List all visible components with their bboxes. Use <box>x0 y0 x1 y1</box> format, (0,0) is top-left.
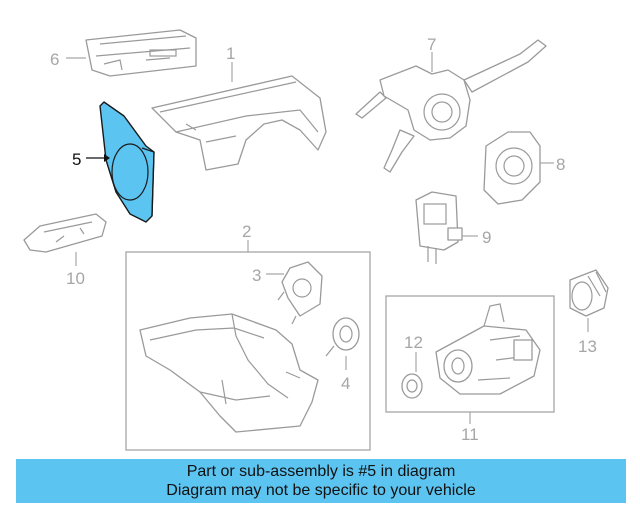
callout-3[interactable]: 3 <box>252 266 261 285</box>
part-10-bracket[interactable] <box>23 213 107 253</box>
part-3-ring[interactable] <box>277 261 323 325</box>
callout-1[interactable]: 1 <box>226 44 235 63</box>
part-1-upper-cover[interactable] <box>151 75 327 171</box>
part-4-seal[interactable] <box>325 317 360 357</box>
part-5-shroud-panel[interactable] <box>99 101 155 223</box>
banner-line-2: Diagram may not be specific to your vehi… <box>166 482 476 499</box>
banner-line-1: Part or sub-assembly is #5 in diagram <box>186 463 456 480</box>
part-7-combination-switch[interactable] <box>355 39 547 173</box>
callout-2[interactable]: 2 <box>242 222 251 241</box>
callout-4[interactable]: 4 <box>341 374 350 393</box>
part-11-ignition-assembly[interactable] <box>435 303 541 395</box>
callout-13[interactable]: 13 <box>578 337 597 356</box>
info-banner: Part or sub-assembly is #5 in diagram Di… <box>16 459 626 503</box>
part-9-switch-module[interactable] <box>415 191 463 264</box>
callout-7[interactable]: 7 <box>427 35 436 54</box>
part-12-ring[interactable] <box>401 373 423 399</box>
part-5-body[interactable] <box>99 101 155 223</box>
callout-9[interactable]: 9 <box>482 228 491 247</box>
part-5-opening <box>111 143 149 201</box>
callout-10[interactable]: 10 <box>66 269 85 288</box>
part-8-clock-spring[interactable] <box>483 131 541 205</box>
callout-12[interactable]: 12 <box>404 333 423 352</box>
part-2-lower-cover[interactable] <box>139 313 319 433</box>
callout-8[interactable]: 8 <box>556 155 565 174</box>
arrowhead-5 <box>104 154 110 162</box>
part-13-cylinder[interactable] <box>569 269 609 317</box>
part-6-bracket[interactable] <box>85 29 197 77</box>
callout-6[interactable]: 6 <box>50 50 59 69</box>
callout-11[interactable]: 11 <box>461 425 479 444</box>
callout-5[interactable]: 5 <box>72 150 81 169</box>
